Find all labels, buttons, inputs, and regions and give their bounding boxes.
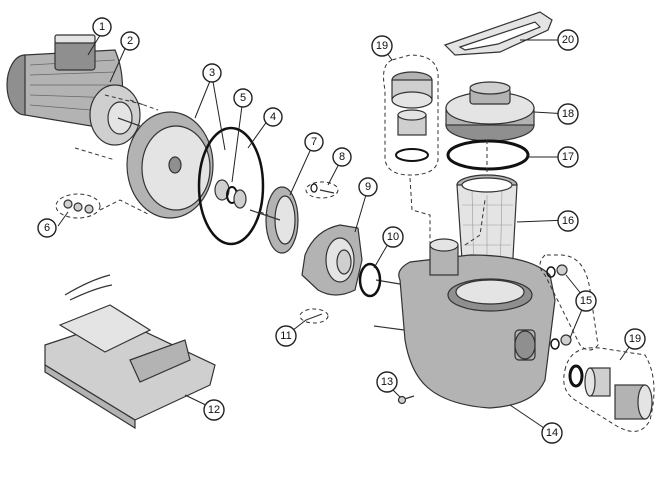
svg-text:14: 14: [546, 427, 558, 439]
callout-1: 1: [92, 17, 112, 37]
callout-12: 12: [203, 399, 225, 421]
svg-text:6: 6: [44, 222, 50, 234]
diffuser-o-ring: [358, 262, 382, 298]
callout-16: 16: [557, 210, 579, 232]
callout-17: 17: [557, 146, 579, 168]
svg-text:18: 18: [562, 108, 574, 120]
callout-20: 20: [557, 29, 579, 51]
callout-10: 10: [382, 226, 404, 248]
callout-7: 7: [304, 132, 324, 152]
svg-text:15: 15: [580, 295, 592, 307]
svg-text:19: 19: [629, 333, 641, 345]
callout-9: 9: [358, 177, 378, 197]
callout-2: 2: [120, 31, 140, 51]
svg-text:3: 3: [209, 67, 215, 79]
svg-text:11: 11: [280, 330, 291, 342]
union-fitting-side: [563, 347, 655, 432]
drain-screw: [397, 395, 415, 405]
drain-plugs: [539, 254, 599, 351]
mechanical-seal: [214, 179, 247, 209]
svg-text:17: 17: [562, 151, 574, 163]
pump-body: [373, 238, 556, 409]
callout-15: 15: [575, 290, 597, 312]
svg-text:12: 12: [208, 404, 220, 416]
svg-text:2: 2: [127, 35, 133, 47]
svg-text:5: 5: [240, 92, 246, 104]
svg-text:4: 4: [270, 111, 276, 123]
svg-text:9: 9: [365, 181, 371, 193]
svg-text:1: 1: [99, 21, 105, 33]
callout-8: 8: [332, 147, 352, 167]
union-fitting-top: [383, 54, 439, 176]
pump-base: [44, 274, 216, 430]
svg-text:19: 19: [376, 40, 388, 52]
callout-19-side: 19: [624, 328, 646, 350]
diffuser: [301, 224, 363, 296]
svg-text:20: 20: [562, 34, 574, 46]
seal-plate: [126, 111, 214, 219]
svg-text:10: 10: [387, 231, 399, 243]
svg-text:7: 7: [311, 136, 317, 148]
callout-13: 13: [376, 371, 398, 393]
diffuser-screw: [299, 308, 329, 324]
callout-3: 3: [202, 63, 222, 83]
callout-5: 5: [233, 88, 253, 108]
callout-18: 18: [557, 103, 579, 125]
callout-14: 14: [541, 422, 563, 444]
lid-wrench: [443, 11, 553, 56]
impeller: [249, 186, 299, 254]
callout-6: 6: [37, 218, 57, 238]
callout-19-top: 19: [371, 35, 393, 57]
callout-4: 4: [263, 107, 283, 127]
callout-11: 11: [275, 325, 297, 347]
svg-text:16: 16: [562, 215, 574, 227]
svg-text:13: 13: [381, 376, 393, 388]
strainer-lid: [445, 81, 535, 142]
screw-set: [55, 193, 151, 219]
svg-text:8: 8: [339, 151, 345, 163]
lid-o-ring: [446, 139, 530, 171]
flange-bolts: [74, 84, 146, 161]
o-ring-large: [197, 126, 265, 246]
impeller-screw: [305, 181, 339, 199]
